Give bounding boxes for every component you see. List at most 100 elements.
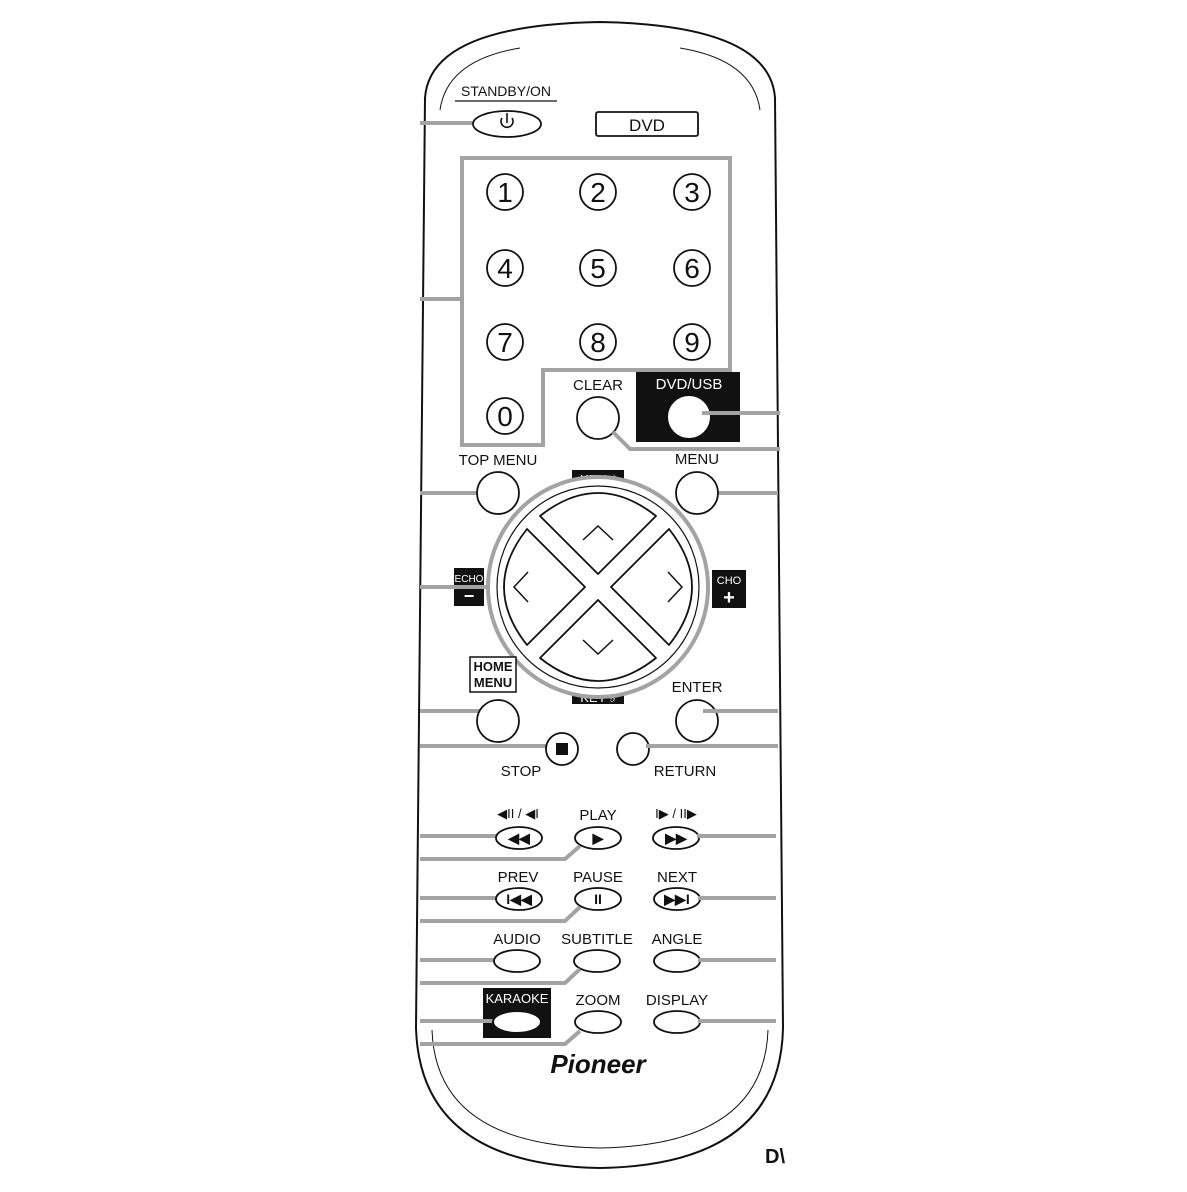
echo-minus-sign: −: [464, 586, 475, 606]
dpad-inner-ring: [496, 485, 700, 689]
prev-button[interactable]: [495, 887, 543, 911]
display-button[interactable]: [653, 1010, 701, 1034]
dvd-mode-label: DVD: [629, 116, 665, 135]
home-menu-button[interactable]: [476, 699, 520, 743]
audio-label: AUDIO: [493, 931, 541, 948]
numpad-outline: [460, 156, 732, 447]
numpad-key-label: 2: [590, 177, 606, 208]
numpad-key-circle: [579, 249, 617, 287]
echo-plus-label: CHO: [717, 575, 742, 587]
chevron-down-icon: [582, 639, 614, 656]
numpad-key-label: 5: [590, 253, 606, 284]
stop-icon: [556, 743, 568, 755]
play-label: PLAY: [579, 807, 616, 824]
numpad-key-5[interactable]: 5: [579, 249, 617, 287]
audio-button[interactable]: [493, 949, 541, 973]
skip-back-icon: I◀◀: [506, 891, 532, 907]
numpad-key-8[interactable]: 8: [579, 323, 617, 361]
remote-inner-edge-right: [679, 47, 761, 111]
zoom-button[interactable]: [574, 1010, 622, 1034]
numpad-key-2[interactable]: 2: [579, 173, 617, 211]
zoom-label: ZOOM: [576, 992, 621, 1009]
numpad-key-circle: [673, 323, 711, 361]
numpad-key-circle: [486, 323, 524, 361]
numpad-key-circle: [673, 249, 711, 287]
return-button[interactable]: [616, 732, 650, 766]
dpad-up-button[interactable]: [539, 492, 657, 575]
standby-label: STANDBY/ON: [461, 83, 551, 99]
chevron-right-icon: [667, 571, 684, 603]
callout-line-clear: [611, 430, 780, 451]
top-menu-button[interactable]: [476, 471, 520, 515]
display-label: DISPLAY: [646, 992, 708, 1009]
echo-minus-label: ECHO: [455, 574, 484, 585]
numpad-key-9[interactable]: 9: [673, 323, 711, 361]
echo-plus-sign: +: [723, 587, 735, 609]
callout-line-play: [420, 844, 582, 861]
numpad-key-label: 6: [684, 253, 700, 284]
numpad-key-4[interactable]: 4: [486, 249, 524, 287]
play-button[interactable]: [574, 826, 622, 850]
karaoke-button[interactable]: [492, 1010, 542, 1034]
pause-button[interactable]: [574, 887, 622, 911]
numpad-key-7[interactable]: 7: [486, 323, 524, 361]
rewind-button[interactable]: [495, 826, 543, 850]
dpad-right-button[interactable]: [610, 528, 693, 646]
home-menu-line2: MENU: [474, 675, 512, 690]
numpad-key-label: 4: [497, 253, 513, 284]
numpad-key-circle: [579, 323, 617, 361]
numpad-key-0[interactable]: 0: [486, 397, 524, 435]
enter-label: ENTER: [672, 679, 723, 696]
pioneer-logo: Pioneer: [550, 1049, 647, 1079]
numpad-key-label: 9: [684, 327, 700, 358]
menu-label: MENU: [675, 451, 719, 468]
pause-icon: II: [594, 891, 602, 907]
chevron-up-icon: [582, 524, 614, 541]
numpad-key-circle: [579, 173, 617, 211]
numpad-key-label: 3: [684, 177, 700, 208]
remote-bottom-curve: [431, 1029, 769, 1149]
power-icon: [500, 113, 514, 129]
prev-label: PREV: [498, 869, 539, 886]
return-label: RETURN: [654, 763, 717, 780]
clear-button[interactable]: [576, 396, 620, 440]
angle-button[interactable]: [653, 949, 701, 973]
chevron-left-icon: [512, 571, 529, 603]
echo-plus-badge: [712, 570, 746, 608]
play-icon: ▶: [592, 830, 605, 846]
menu-button[interactable]: [675, 471, 719, 515]
numpad-key-circle: [486, 397, 524, 435]
remote-inner-edge-left: [439, 47, 521, 111]
standby-button[interactable]: [472, 110, 542, 138]
enter-button[interactable]: [675, 699, 719, 743]
dpad-down-button[interactable]: [539, 599, 657, 682]
next-label: NEXT: [657, 869, 697, 886]
rewind-icon: ◀◀: [507, 830, 530, 846]
numpad-key-label: 8: [590, 327, 606, 358]
dvd-mode-indicator: [595, 111, 699, 137]
corner-text: D\: [765, 1146, 785, 1168]
dpad-left-button[interactable]: [503, 528, 586, 646]
numpad-key-1[interactable]: 1: [486, 173, 524, 211]
numpad-key-3[interactable]: 3: [673, 173, 711, 211]
callout-line-subtitle: [420, 967, 582, 985]
angle-label: ANGLE: [652, 931, 703, 948]
subtitle-button[interactable]: [573, 949, 621, 973]
numpad-key-label: 7: [497, 327, 513, 358]
top-menu-label: TOP MENU: [459, 452, 538, 469]
remote-body: [414, 20, 785, 1170]
callout-line-pause: [420, 905, 582, 923]
numpad-key-circle: [673, 173, 711, 211]
slow-fwd-label: I▶ / II▶: [655, 806, 697, 821]
clear-label: CLEAR: [573, 377, 623, 394]
dvd-usb-button[interactable]: [666, 394, 712, 440]
numpad-key-label: 0: [497, 401, 513, 432]
numpad-key-6[interactable]: 6: [673, 249, 711, 287]
karaoke-label: KARAOKE: [486, 991, 549, 1006]
numpad: 1 2 3 4 5 6 7 8 9 0: [486, 173, 711, 435]
numpad-key-label: 1: [497, 177, 513, 208]
home-menu-badge: [469, 656, 517, 693]
stop-label: STOP: [501, 763, 542, 780]
